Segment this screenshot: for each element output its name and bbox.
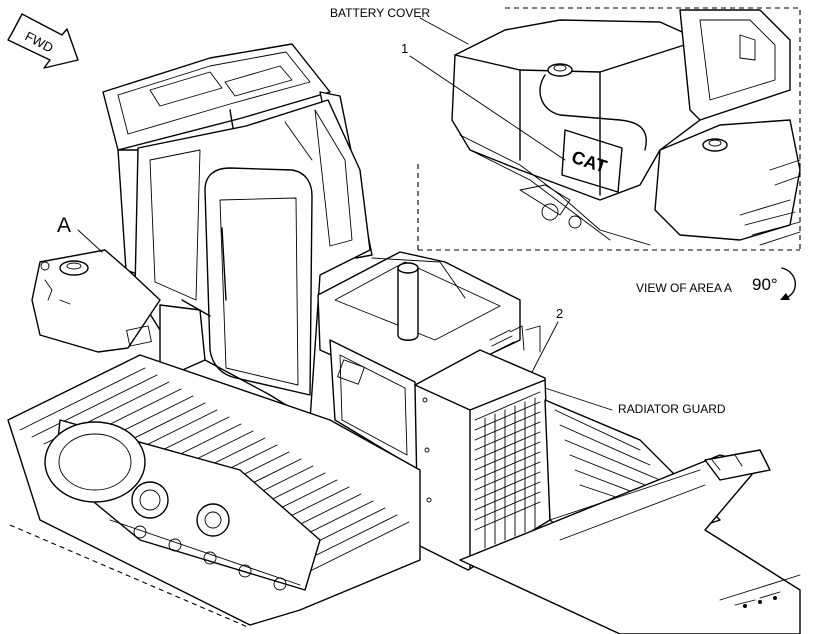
fwd-arrow-icon: FWD <box>7 13 79 69</box>
item1-leader <box>409 55 566 161</box>
rear-frame <box>159 299 211 381</box>
area-a-leader <box>77 229 103 253</box>
battery-cover-leader <box>419 17 469 45</box>
detail-view-a: CAT <box>417 7 801 251</box>
callout-1-label: 1 <box>401 41 409 56</box>
track-assembly <box>7 354 421 629</box>
callout-2-label: 2 <box>556 306 564 321</box>
rotation-label: 90° <box>752 275 778 294</box>
battery-cover-label: BATTERY COVER <box>330 6 431 20</box>
view-area-a-label: VIEW OF AREA A <box>636 281 733 295</box>
leader-lines <box>77 17 613 411</box>
radiator-guard-label: RADIATOR GUARD <box>618 402 726 416</box>
area-a-marker: A <box>57 214 72 237</box>
radiator-guard-leader <box>544 387 613 411</box>
item2-leader <box>531 321 559 373</box>
dozer-blade <box>459 449 801 634</box>
fuel-tank <box>31 249 161 353</box>
rotate-clockwise-icon <box>780 267 796 300</box>
